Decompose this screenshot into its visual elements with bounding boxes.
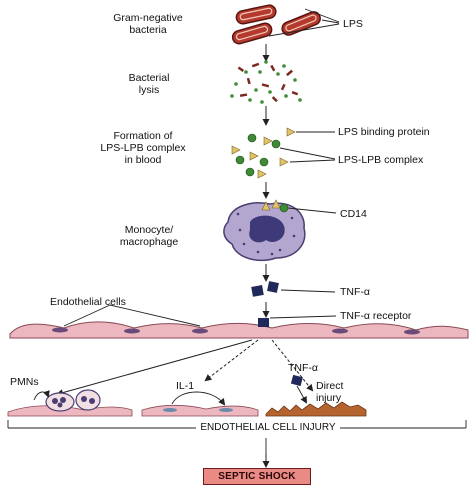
step-gram-negative-label: Gram-negative bacteria	[113, 12, 183, 36]
downstream-arrows	[56, 339, 314, 397]
lpb-triangle	[271, 199, 281, 209]
lpb-pointer-lines	[279, 131, 336, 163]
endothelial-cell-injury-label: ENDOTHELIAL CELL INJURY	[200, 422, 336, 433]
cd14-pointer-line	[287, 207, 337, 214]
lpb-triangle	[279, 157, 289, 167]
cd14-label: CD14	[340, 208, 367, 220]
lpb-triangle	[257, 169, 267, 179]
tnf-molecule	[290, 374, 303, 387]
tnf-alpha-small-label: TNF-α	[288, 362, 318, 374]
tnf-alpha-receptor-label: TNF-α receptor	[340, 310, 412, 322]
step-complex-formation-label: Formation of LPS-LPB complex in blood	[100, 130, 186, 166]
septic-shock-box: SEPTIC SHOCK	[203, 468, 311, 485]
pmns-label: PMNs	[10, 376, 39, 388]
lps-particle	[245, 167, 255, 177]
il1-panel	[141, 391, 259, 417]
tnf-alpha-label: TNF-α	[340, 286, 370, 298]
tnf-receptor	[258, 318, 269, 327]
lpb-triangle	[249, 151, 259, 161]
tnf-alpha-molecules	[251, 281, 279, 297]
lps-particle	[271, 139, 281, 149]
endothelial-pointer-lines	[63, 304, 337, 327]
lps-label: LPS	[343, 18, 363, 30]
pmn-cell	[75, 389, 101, 411]
direct-injury-label: Direct injury	[316, 380, 344, 404]
lpb-triangle	[263, 136, 273, 146]
macrophage	[223, 199, 306, 262]
lps-lpb-complex-group	[231, 127, 296, 179]
lpb-triangle	[261, 201, 271, 211]
direct-injury-panel	[265, 374, 367, 417]
bacterium	[231, 22, 273, 45]
endothelial-cells-label: Endothelial cells	[50, 296, 126, 308]
il1-label: IL-1	[176, 380, 195, 392]
lps-particle	[247, 133, 257, 143]
pmn-cell	[45, 392, 75, 412]
lps-pointer-lines	[268, 8, 340, 37]
lysis-fragments	[230, 60, 302, 104]
bacteria-group	[231, 4, 321, 45]
endothelium	[9, 318, 469, 339]
step-monocyte-label: Monocyte/ macrophage	[119, 224, 179, 248]
tnf-molecule	[251, 285, 264, 297]
lps-particle	[259, 157, 269, 167]
lps-binding-protein-label: LPS binding protein	[338, 126, 430, 138]
lps-particle	[235, 155, 245, 165]
bacterium	[281, 11, 321, 36]
nucleus	[249, 215, 285, 243]
pmn-panel	[7, 389, 133, 417]
tnf-pointer-line	[280, 289, 336, 293]
lpb-triangle	[231, 145, 241, 155]
step-lysis-label: Bacterial lysis	[128, 72, 170, 96]
lpb-triangle	[286, 127, 296, 137]
septic-shock-label: SEPTIC SHOCK	[218, 471, 296, 482]
lps-lpb-complex-label: LPS-LPB complex	[338, 154, 424, 166]
tnf-molecule	[267, 281, 279, 293]
injury-convergence-lines	[7, 420, 467, 454]
cd14-receptor	[279, 203, 289, 213]
